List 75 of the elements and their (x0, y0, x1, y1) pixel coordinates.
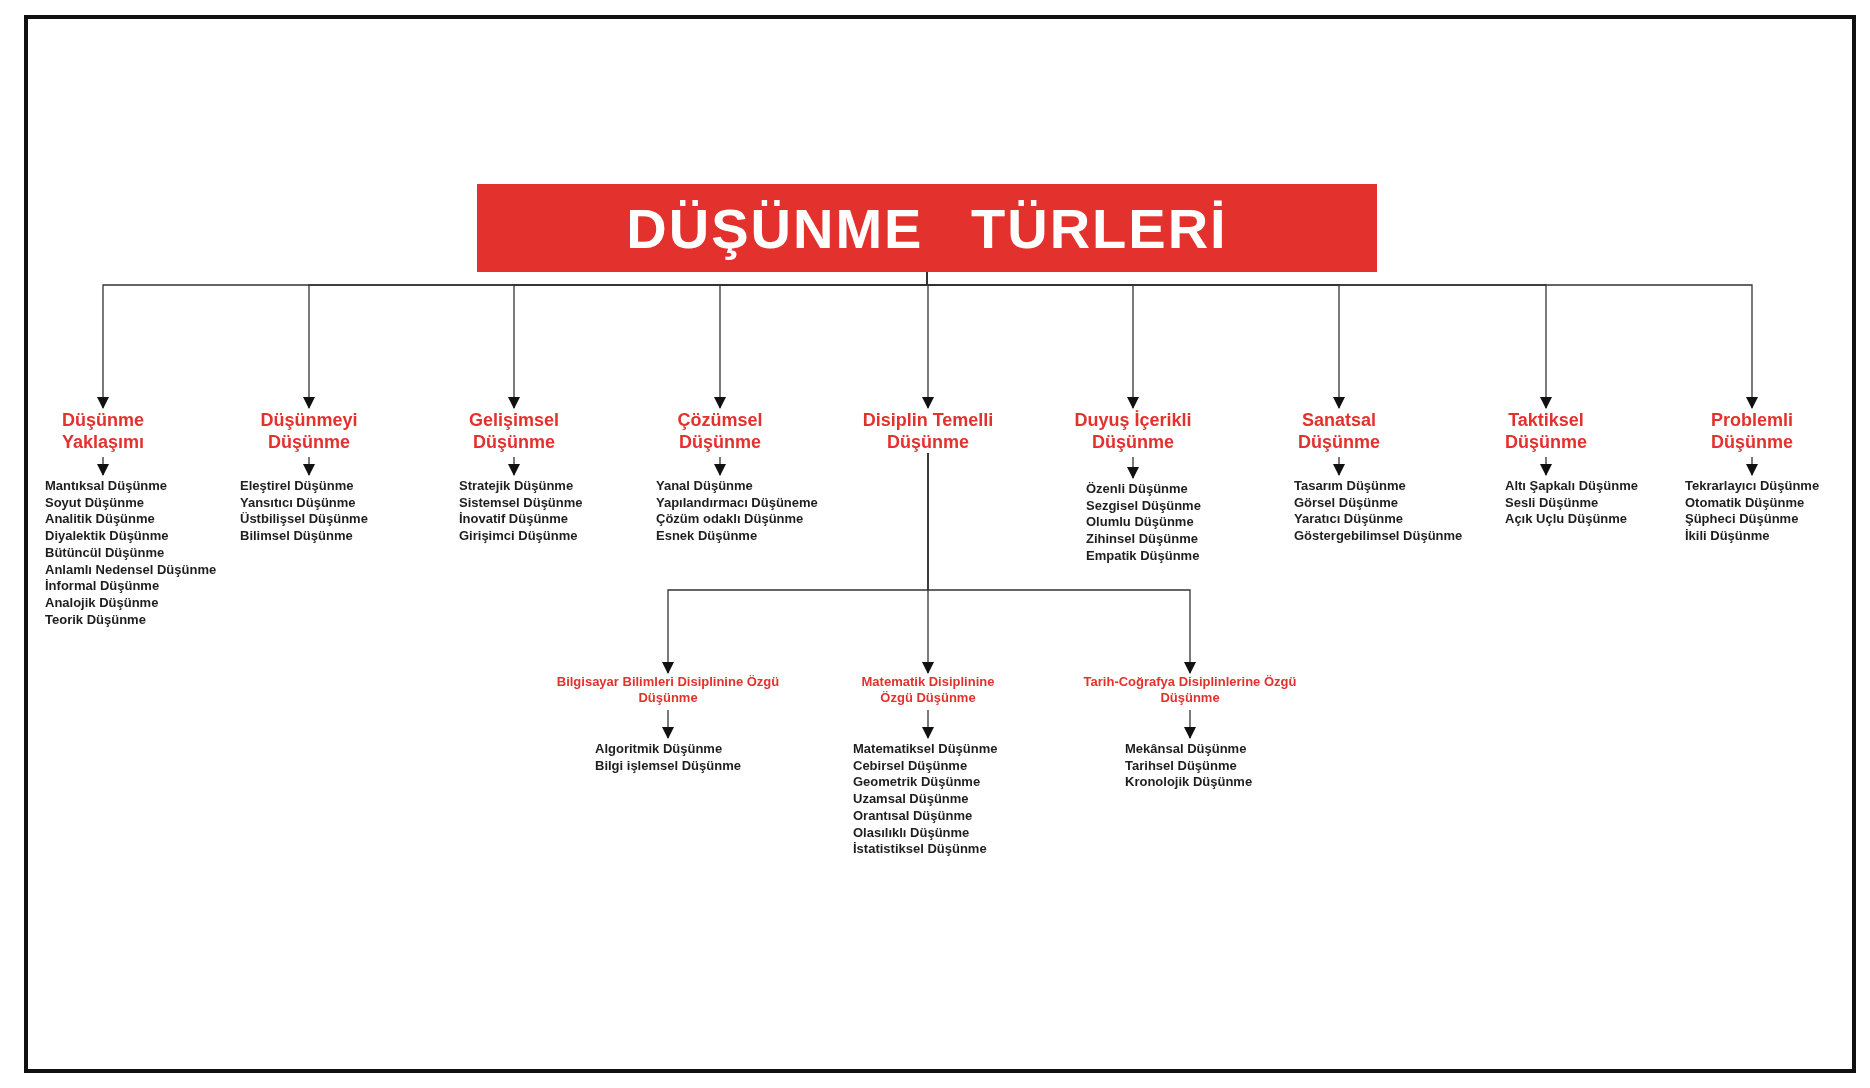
list-item: Şüpheci Düşünme (1685, 511, 1800, 529)
category-heading: Duyuş İçerikli Düşünme (1058, 409, 1208, 453)
list-item: Girişimci Düşünme (459, 528, 579, 545)
arrow (927, 452, 1196, 674)
list-item: Özenli Düşünme (1086, 481, 1189, 498)
list-item: Zihinsel Düşünme (1086, 531, 1199, 548)
category-heading: Çözümsel Düşünme (645, 409, 795, 453)
list-item: Olasılıklı Düşünme (853, 824, 971, 842)
list-item: Mantıksal Düşünme (45, 478, 169, 495)
list-item: Sistemsel Düşünme (459, 494, 583, 512)
subcategory-heading: Tarih-Coğrafya Disiplinlerine Özgü Düşünme (1080, 674, 1300, 706)
list-item: Geometrik Düşünme (853, 774, 982, 792)
list-item: Stratejik Düşünme (459, 478, 575, 495)
arrow (662, 709, 674, 739)
arrow (714, 456, 726, 476)
title-banner (477, 184, 1377, 272)
list-item: Olumlu Düşünme (1086, 514, 1195, 532)
list-item: Tekrarlayıcı Düşünme (1685, 478, 1820, 495)
list-item: Analitik Düşünme (45, 511, 156, 529)
subcategory-heading: Matematik Disiplinine Özgü Düşünme (848, 674, 1008, 706)
list-item: Bütüncül Düşünme (45, 544, 166, 562)
list-item: Görsel Düşünme (1294, 494, 1400, 512)
list-item: Tasarım Düşünme (1294, 478, 1407, 495)
list-item: Soyut Düşünme (45, 494, 145, 512)
list-item: İnformal Düşünme (45, 578, 161, 595)
list-item: Yanal Düşünme (656, 478, 754, 495)
category-heading: Disiplin Temelli Düşünme (843, 409, 1013, 453)
list-item: Mekânsal Düşünme (1125, 741, 1248, 758)
arrow (97, 456, 109, 476)
list-item: Altı Şapkalı Düşünme (1505, 478, 1638, 495)
arrow (1746, 456, 1758, 476)
list-item: İstatistiksel Düşünme (853, 841, 988, 858)
list-item: Teorik Düşünme (45, 611, 147, 629)
list-item: Empatik Düşünme (1086, 547, 1201, 565)
category-heading: Taktiksel Düşünme (1471, 409, 1621, 453)
list-item: Matematiksel Düşünme (853, 741, 998, 758)
category-heading: Sanatsal Düşünme (1264, 409, 1414, 453)
category-heading: Düşünmeyi Düşünme (234, 409, 384, 453)
list-item: Bilimsel Düşünme (240, 528, 354, 545)
list-item: Tarihsel Düşünme (1125, 757, 1238, 775)
arrow (1540, 456, 1552, 476)
list-item: Sesli Düşünme (1505, 494, 1600, 512)
list-item: Çözüm odaklı Düşünme (656, 511, 805, 529)
list-item: Analojik Düşünme (45, 594, 160, 612)
list-item: Eleştirel Düşünme (240, 478, 355, 495)
list-item: Yaratıcı Düşünme (1294, 511, 1405, 529)
list-item: Göstergebilimsel Düşünme (1294, 528, 1463, 545)
list-item: Diyalektik Düşünme (45, 528, 170, 545)
list-item: Uzamsal Düşünme (853, 791, 970, 808)
arrow (922, 709, 934, 739)
category-heading: Düşünme Yaklaşımı (28, 409, 178, 453)
arrow (1333, 456, 1345, 476)
list-item: Anlamlı Nedensel Düşünme (45, 561, 217, 579)
list-item: Algoritmik Düşünme (595, 741, 724, 758)
arrow (508, 456, 520, 476)
arrow (1127, 456, 1139, 479)
category-heading: Gelişimsel Düşünme (439, 409, 589, 453)
list-item: Cebirsel Düşünme (853, 757, 969, 775)
list-item: Yansıtıcı Düşünme (240, 494, 357, 512)
list-item: Otomatik Düşünme (1685, 494, 1806, 512)
list-item: Yapılandırmacı Düşüneme (656, 494, 818, 512)
category-heading: Problemli Düşünme (1677, 409, 1827, 453)
list-item: Üstbilişsel Düşünme (240, 511, 368, 529)
list-item: İkili Düşünme (1685, 528, 1771, 545)
list-item: Açık Uçlu Düşünme (1505, 511, 1629, 529)
arrow (1184, 709, 1196, 739)
list-item: Esnek Düşünme (656, 528, 759, 545)
arrow (303, 456, 315, 476)
subcategory-heading: Bilgisayar Bilimleri Disiplinine Özgü Düşünme (553, 674, 783, 706)
title-text: DÜŞÜNME TÜRLERİ (626, 195, 1228, 261)
list-item: İnovatif Düşünme (459, 511, 570, 529)
list-item: Kronolojik Düşünme (1125, 774, 1253, 792)
list-item: Bilgi işlemsel Düşünme (595, 757, 741, 775)
list-item: Sezgisel Düşünme (1086, 497, 1201, 515)
list-item: Orantısal Düşünme (853, 807, 974, 825)
